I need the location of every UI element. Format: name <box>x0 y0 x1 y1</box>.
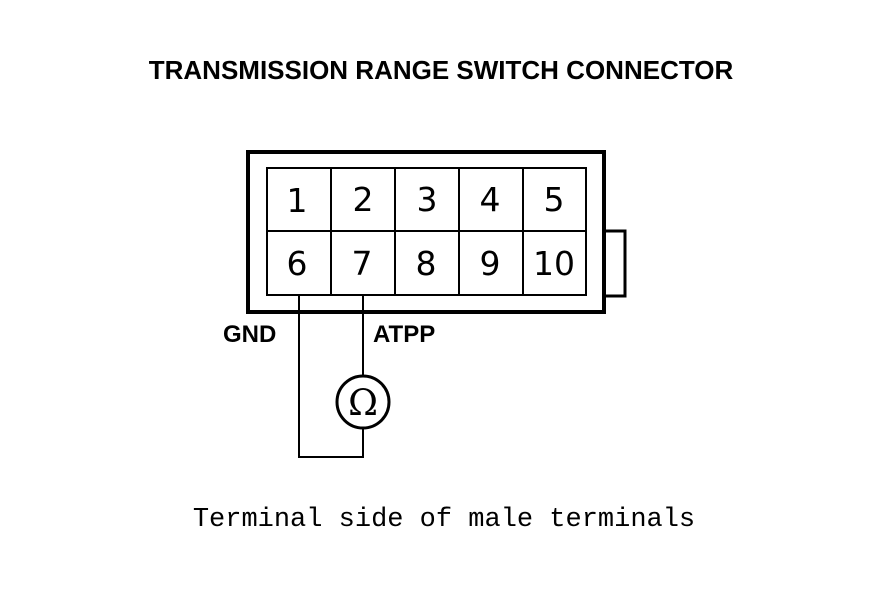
pin-8: 8 <box>416 244 437 283</box>
ohm-symbol: Ω <box>348 383 378 424</box>
pin-5: 5 <box>544 180 565 219</box>
pin-2: 2 <box>353 180 374 219</box>
pin-9: 9 <box>480 244 501 283</box>
pin-10: 10 <box>533 244 575 283</box>
pin-3: 3 <box>417 180 438 219</box>
pin-6: 6 <box>287 244 308 283</box>
gnd-label: GND <box>223 321 276 348</box>
diagram-caption: Terminal side of male terminals <box>193 505 695 535</box>
test-wiring <box>298 295 364 458</box>
pin-4: 4 <box>480 180 501 219</box>
pin-1: 1 <box>287 181 308 220</box>
connector-lock-tab <box>602 229 627 298</box>
atpp-label: ATPP <box>373 321 435 348</box>
pin-grid <box>266 167 587 296</box>
pin-row-1: 1 2 3 4 5 <box>287 180 565 220</box>
pin-row-2: 6 7 8 9 10 <box>287 244 576 283</box>
gnd-wire <box>298 295 364 458</box>
ohmmeter-icon: Ω <box>335 374 391 430</box>
pin-7: 7 <box>352 244 373 283</box>
diagram-title: TRANSMISSION RANGE SWITCH CONNECTOR <box>149 55 734 85</box>
